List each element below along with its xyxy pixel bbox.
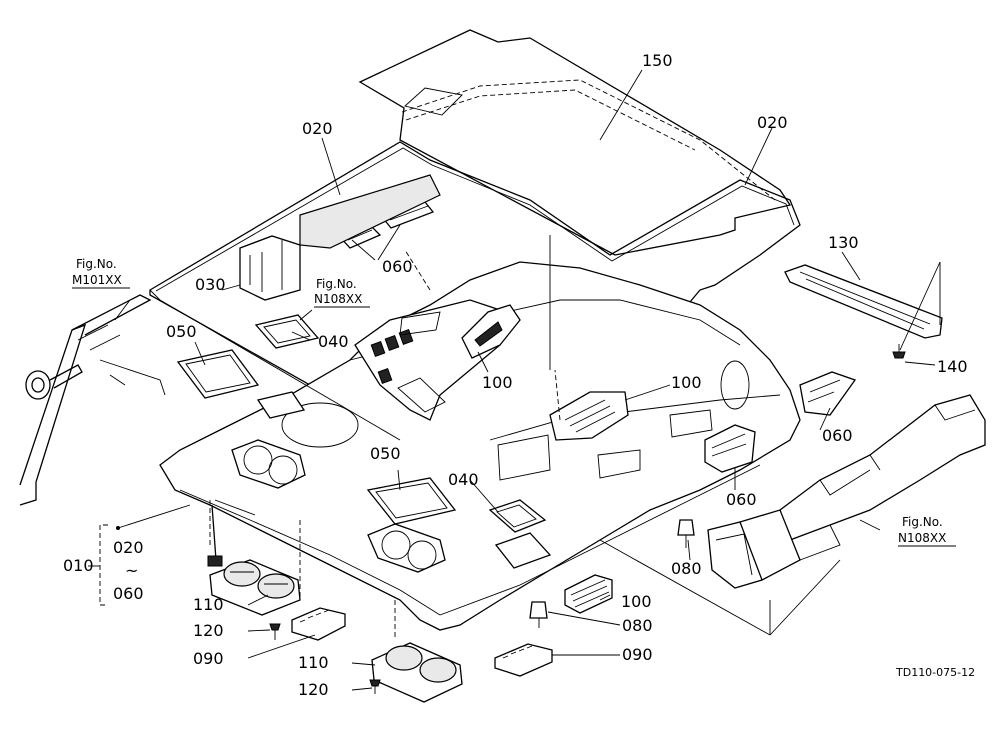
label-060-group: 060: [113, 584, 144, 603]
leader-lines: [114, 69, 941, 691]
fig-ref-n108-right-caption: Fig.No.: [902, 515, 943, 529]
part-060-grille-right: [799, 371, 857, 416]
label-020-right: 020: [757, 113, 788, 132]
label-060-top: 060: [382, 257, 413, 276]
group-bracket-010: [88, 524, 120, 606]
air-duct-right: [707, 394, 986, 589]
label-110-bottom: 110: [298, 653, 329, 672]
part-110-lamp-bottom: [371, 642, 463, 703]
label-090-left: 090: [193, 649, 224, 668]
fig-ref-m101-caption: Fig.No.: [76, 257, 117, 271]
label-020-left: 020: [302, 119, 333, 138]
label-040-center: 040: [448, 470, 479, 489]
part-090-switch-left: [291, 607, 346, 641]
label-080-bottom: 080: [622, 616, 653, 635]
part-080-clip-bottom: [529, 601, 548, 628]
part-050-gasket-left: [176, 349, 260, 399]
part-150-roof-panel: [358, 29, 792, 256]
fig-ref-n108-right-code: N108XX: [898, 531, 946, 545]
part-110-lamp-left: [209, 559, 301, 616]
cupholder-recess-left: [231, 439, 306, 489]
part-120-screw-bottom: [369, 679, 381, 694]
part-140-screw: [892, 344, 906, 359]
part-050-gasket-center: [366, 477, 457, 525]
air-duct-left: [239, 174, 441, 301]
cab-frame-left: [19, 294, 166, 506]
mounting-bolt-left: [207, 504, 223, 567]
part-100-vent-bottom: [564, 574, 613, 614]
part-100-vent-right: [549, 391, 629, 441]
overhead-console: [354, 299, 501, 421]
part-030-frame: [149, 289, 401, 441]
label-050-left: 050: [166, 322, 197, 341]
part-060-grille-mid: [704, 424, 756, 473]
label-140: 140: [937, 357, 968, 376]
label-100-center: 100: [482, 373, 513, 392]
label-100-bottom: 100: [621, 592, 652, 611]
label-120-left: 120: [193, 621, 224, 640]
part-130-filter: [784, 264, 943, 339]
label-130: 130: [828, 233, 859, 252]
cupholder-recess-center: [367, 523, 446, 573]
label-090-bottom: 090: [622, 645, 653, 664]
label-010: 010: [63, 556, 94, 575]
part-040-gasket-center-2: [494, 532, 552, 569]
part-040-gasket-center: [488, 499, 547, 533]
label-050-center: 050: [370, 444, 401, 463]
label-tilde: ~: [125, 561, 138, 580]
label-040-left: 040: [318, 332, 349, 351]
part-040-gasket-left: [254, 314, 320, 349]
label-100-right: 100: [671, 373, 702, 392]
label-020-group: 020: [113, 538, 144, 557]
label-060-right: 060: [822, 426, 853, 445]
fig-ref-n108-top-code: N108XX: [314, 292, 362, 306]
part-090-switch-bottom: [494, 643, 553, 677]
fig-ref-n108-top-caption: Fig.No.: [316, 277, 357, 291]
fig-ref-m101-code: M101XX: [72, 273, 122, 287]
part-120-screw-left: [269, 623, 281, 640]
drawing-id: TD110-075-12: [895, 666, 975, 679]
label-060-mid: 060: [726, 490, 757, 509]
label-150: 150: [642, 51, 673, 70]
label-030: 030: [195, 275, 226, 294]
label-080-right: 080: [671, 559, 702, 578]
part-080-clip-right: [677, 519, 695, 548]
part-040-gasket-small: [256, 391, 306, 419]
label-120-bottom: 120: [298, 680, 329, 699]
label-110-left: 110: [193, 595, 224, 614]
part-100-vent-center: [461, 304, 521, 359]
